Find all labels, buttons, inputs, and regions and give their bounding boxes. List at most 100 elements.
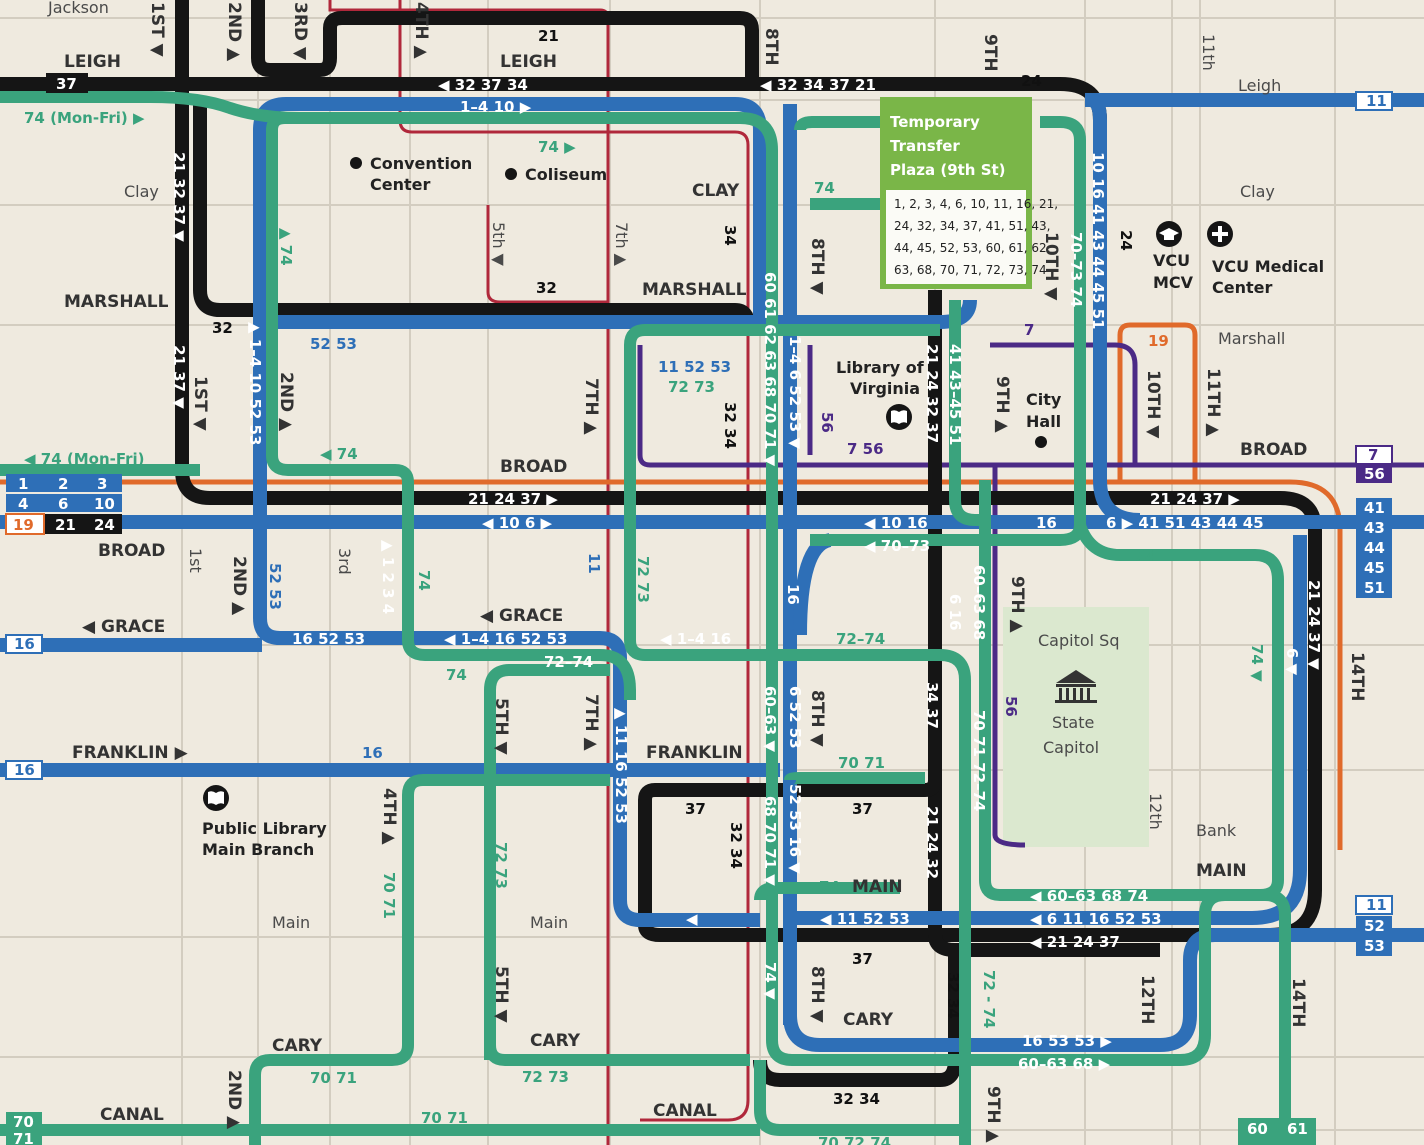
public-library-line2: Main Branch: [202, 840, 314, 859]
street-10th-mid: 10TH ▼: [1041, 232, 1061, 301]
street-12th: 12th: [1146, 793, 1165, 830]
state-capitol-line1: State: [1052, 713, 1094, 732]
rl-purple-56: 56: [818, 412, 836, 433]
street-leigh-mid: LEIGH: [500, 52, 557, 72]
route-green: [0, 91, 1291, 1145]
rl-purple-32-34: 32 34: [721, 402, 739, 449]
rl-canal-32-34: 32 34: [833, 1090, 880, 1108]
box-61: 61: [1287, 1120, 1308, 1138]
transfer-plaza-routes-3: 44, 45, 52, 53, 60, 61, 62,: [894, 241, 1050, 255]
rl-seventh-34: 34: [721, 225, 739, 246]
rl-col-60-63: 60–63 ▼: [761, 686, 779, 752]
capitol-building-icon: [1055, 670, 1097, 703]
rl-canal-bottom: 70 72 74: [818, 1134, 891, 1145]
rl-green-70-71: 70 71: [838, 754, 885, 772]
box-41: 41: [1364, 499, 1385, 517]
rl-col-70-71-left: 70 71: [380, 872, 398, 919]
rl-green-74-up: ▲ 74: [277, 228, 295, 266]
rl-col-1-2-3-4: ▲ 1 2 3 4: [379, 540, 397, 614]
box-53: 53: [1364, 937, 1385, 955]
street-canal-mid: CANAL: [653, 1101, 717, 1121]
rl-col-21-37: 21 37 ▼: [170, 345, 188, 409]
rl-leigh-black-right: ◀ 32 34 37 21: [760, 76, 876, 94]
rl-orange-19: 19: [1148, 332, 1169, 350]
capitol-sq: Capitol Sq: [1038, 631, 1119, 650]
rl-ninth-74: 74: [814, 179, 835, 197]
street-14th: 14TH: [1347, 652, 1367, 701]
street-marshall-left: MARSHALL: [64, 292, 169, 312]
street-14th-bottom: 14TH: [1288, 978, 1308, 1027]
route-purple: [637, 342, 1424, 848]
rl-franklin-16: 16: [362, 744, 383, 762]
rl-col-60-71: 60 61 62 63 68 70 71 ▼: [761, 272, 779, 467]
rl-broad-21-24-37: 21 24 37 ▶: [468, 490, 558, 508]
rl-col-6-52: 6 52 53: [786, 686, 804, 749]
street-labels-vertical: 1ST ▼ 2ND ▲ 3RD ▼ 4TH ▲ 8TH 9TH 11th 5th…: [147, 2, 1367, 1144]
transfer-plaza-routes-2: 24, 32, 34, 37, 41, 51, 43,: [894, 219, 1050, 233]
convention-center-line2: Center: [370, 175, 430, 194]
rl-green-74-r: 74: [1134, 547, 1155, 565]
city-hall-line1: City: [1026, 390, 1062, 409]
book-icon: [886, 404, 912, 430]
street-leigh-right: Leigh: [1238, 76, 1281, 95]
street-cary-mid: CARY: [530, 1031, 581, 1051]
rl-main-60-68: ◀ 60–63 68 74: [1030, 887, 1148, 905]
box-52: 52: [1364, 917, 1385, 935]
rl-broad-6-41: 6 ▶ 41 51 43 44 45: [1106, 514, 1264, 532]
street-10th-right: 10TH ▼: [1143, 370, 1163, 439]
rl-canal-70-71: 70 71: [421, 1109, 468, 1127]
graduation-cap-icon: [1156, 221, 1182, 247]
convention-center-line1: Convention: [370, 154, 472, 173]
street-7th-low: 7TH ▲: [581, 694, 601, 752]
street-5th-top: 5th ▼: [489, 222, 508, 267]
rl-block-37b: 37: [852, 800, 873, 818]
street-8th-bottom: 8TH ▼: [807, 966, 827, 1024]
street-bank: Bank: [1196, 821, 1237, 840]
rl-broad-r-21: 21 24 37 ▶: [1150, 490, 1240, 508]
street-3rd-top: 3RD ▼: [290, 2, 310, 61]
box-51: 51: [1364, 579, 1385, 597]
rl-col-74-cary: 74 ▼: [761, 962, 779, 1000]
rl-marshall-32b: 32: [212, 319, 233, 337]
rl-grace-72-74: 72–74: [544, 653, 593, 671]
street-main-right: MAIN: [1196, 861, 1247, 881]
rl-col-60-68: 60–63 68: [970, 565, 988, 640]
street-broad-left: BROAD: [98, 541, 165, 561]
street-labels: Jackson LEIGH LEIGH Leigh Clay CLAY Clay…: [47, 0, 1307, 1125]
street-clay-right: Clay: [1240, 182, 1275, 201]
street-main-caps-mid: MAIN: [852, 877, 903, 897]
street-cary-right: CARY: [843, 1010, 894, 1030]
rl-leigh-blue: 1–4 10 ▶: [460, 98, 532, 116]
street-broad-mid: BROAD: [500, 457, 567, 477]
rl-col-21-24-37-r: 21 24 37 ▼: [1305, 580, 1323, 670]
rl-grace-72-74b: 72–74: [836, 630, 885, 648]
street-2nd-mid: 2ND ▲: [276, 372, 296, 432]
street-1st-low: 1st: [186, 548, 205, 573]
library-of-virginia-line1: Library of: [836, 358, 925, 377]
street-9th-top: 9TH: [980, 34, 1000, 72]
street-main-mid: Main: [530, 913, 568, 932]
box-1: 1: [18, 475, 28, 493]
box-16-grace: 16: [14, 635, 35, 653]
street-clay-left: Clay: [124, 182, 159, 201]
rl-col-68-70-71: 68 70 71 ▼: [761, 796, 779, 886]
rl-col-32-34-cary: 32 34: [944, 972, 962, 1019]
box-4: 4: [18, 495, 28, 513]
city-hall-line2: Hall: [1026, 412, 1061, 431]
box-24: 24: [94, 516, 115, 534]
rl-leigh-black: ◀ 32 37 34: [438, 76, 528, 94]
transfer-plaza-panel: Temporary Transfer Plaza (9th St) 1, 2, …: [880, 97, 1058, 289]
street-clay-mid: CLAY: [692, 181, 740, 201]
street-1st-top: 1ST ▼: [147, 2, 167, 58]
library-book-icon: [203, 785, 229, 811]
rl-col-74-r: 74 ▼: [1248, 644, 1266, 682]
rl-col-1-4-6: 1–4 6 52 53 ▼: [786, 336, 804, 449]
box-44: 44: [1364, 539, 1385, 557]
street-8th-mid: 8TH ▼: [807, 238, 827, 296]
rl-col-70-74: 70–73 74: [1067, 232, 1085, 307]
transfer-plaza-title-3: Plaza (9th St): [890, 161, 1006, 179]
street-11th-right: 11TH ▲: [1203, 368, 1223, 437]
box-11-leigh: 11: [1366, 92, 1387, 110]
box-56: 56: [1364, 465, 1385, 483]
box-3: 3: [97, 475, 107, 493]
